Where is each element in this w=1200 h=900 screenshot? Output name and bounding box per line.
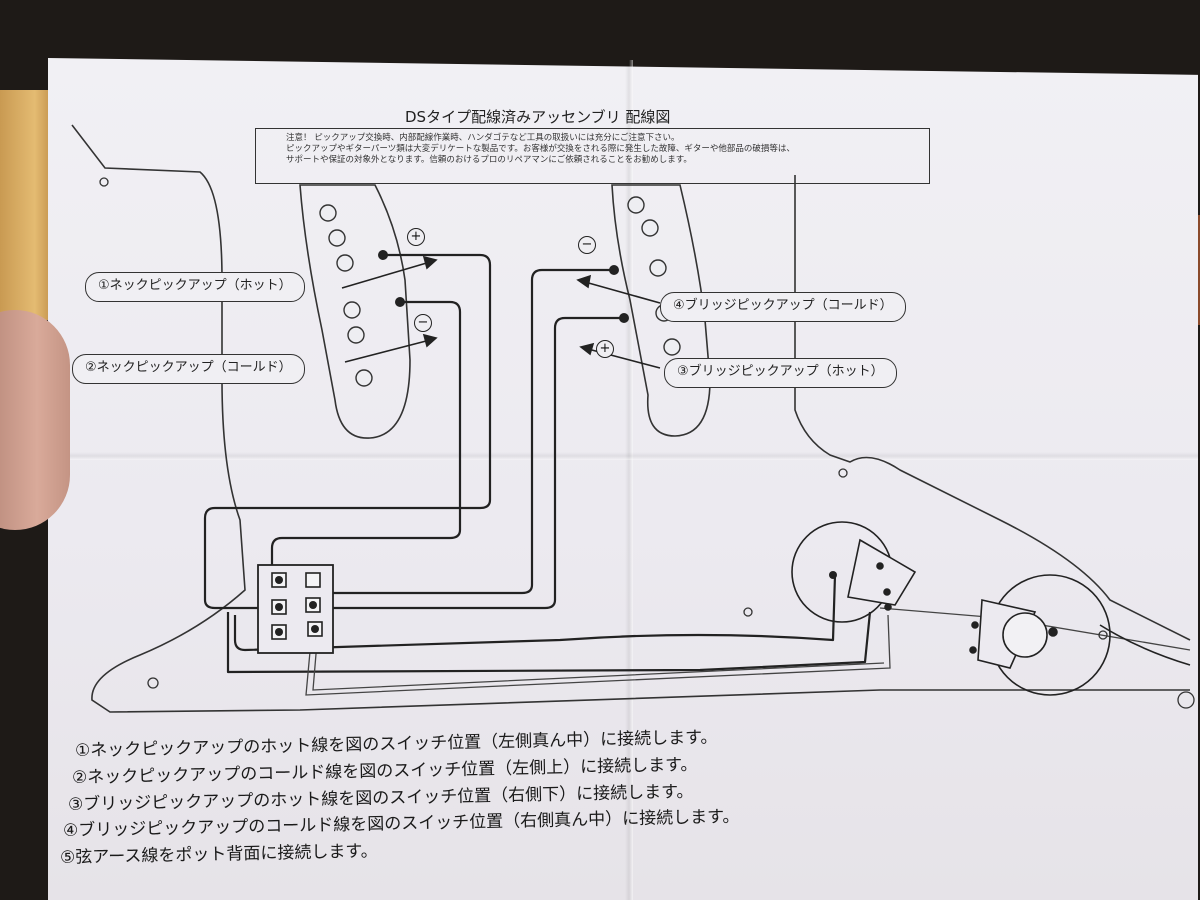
notice-line-3: サポートや保証の対象外となります。信頼のおけるプロのリペアマンにご依頼されること… bbox=[286, 155, 692, 165]
callout-bridge-hot: ③ブリッジピックアップ（ホット） bbox=[664, 358, 897, 388]
fold-crease-vertical bbox=[625, 60, 633, 900]
volume-pot bbox=[791, 521, 917, 623]
minus-symbol: − bbox=[414, 314, 432, 332]
callout-neck-hot: ①ネックピックアップ（ホット） bbox=[85, 272, 305, 302]
neck-pickup-outline bbox=[299, 184, 411, 439]
fold-crease-horizontal bbox=[48, 452, 1198, 460]
plus-symbol: + bbox=[596, 340, 614, 358]
callout-neck-cold: ②ネックピックアップ（コールド） bbox=[72, 354, 305, 384]
tone-pot bbox=[969, 574, 1191, 696]
pickguard-upper-horn bbox=[794, 175, 1191, 641]
caution-notice: 注意！ ピックアップ交換時、内部配線作業時、ハンダゴテなど工具の取扱いには充分に… bbox=[255, 128, 930, 184]
minus-symbol: − bbox=[578, 236, 596, 254]
wiring-sheet bbox=[48, 58, 1198, 900]
notice-line-1: 注意！ ピックアップ交換時、内部配線作業時、ハンダゴテなど工具の取扱いには充分に… bbox=[286, 133, 680, 143]
bridge-pickup-outline bbox=[611, 184, 711, 437]
notice-line-2: ピックアップやギターパーツ類は大変デリケートな製品です。お客様が交換をされる際に… bbox=[286, 144, 795, 154]
document-title: DSタイプ配線済みアッセンブリ 配線図 bbox=[405, 108, 671, 126]
selector-switch bbox=[257, 564, 334, 654]
pickguard-outline bbox=[71, 124, 1190, 713]
holding-thumb bbox=[0, 310, 70, 530]
callout-bridge-cold: ④ブリッジピックアップ（コールド） bbox=[660, 292, 906, 322]
plus-symbol: + bbox=[407, 228, 425, 246]
